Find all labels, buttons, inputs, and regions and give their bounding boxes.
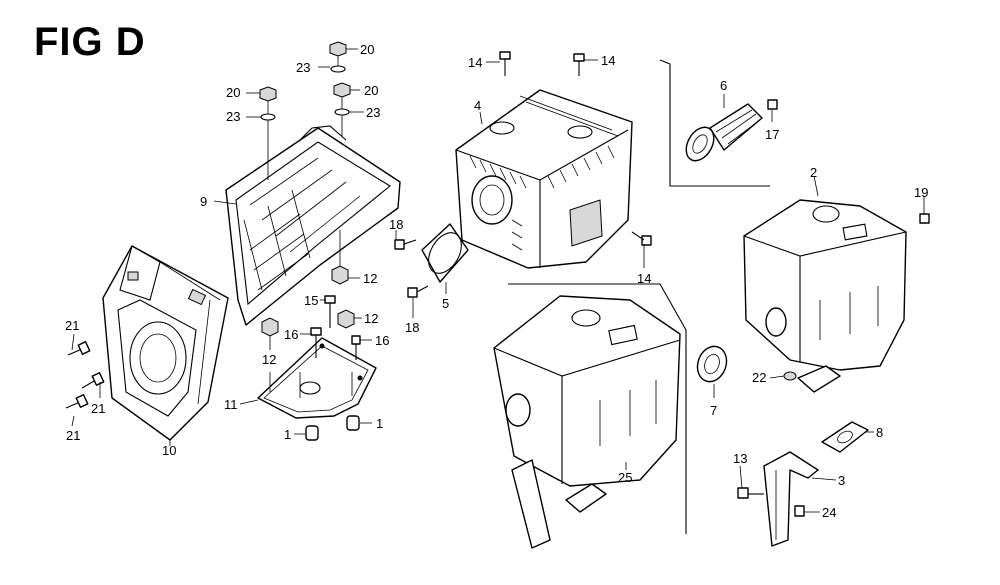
callout-12: 12 [262, 352, 276, 367]
callout-18: 18 [389, 217, 403, 232]
callout-16: 16 [284, 327, 298, 342]
callout-4: 4 [474, 98, 481, 113]
callout-21: 21 [65, 318, 79, 333]
callout-12: 12 [363, 271, 377, 286]
part-11-plate [257, 230, 377, 441]
callout-16: 16 [375, 333, 389, 348]
figure-title: FIG D [34, 20, 146, 64]
callout-21: 21 [91, 401, 105, 416]
callout-13: 13 [733, 451, 747, 466]
part-7-sleeve [696, 200, 930, 383]
part-2-muffler [743, 199, 907, 393]
callout-labels: 20 23 20 20 23 23 9 14 14 4 6 17 2 19 18… [65, 42, 928, 520]
callout-12: 12 [364, 311, 378, 326]
callout-5: 5 [442, 296, 449, 311]
divider-25 [508, 283, 687, 534]
callout-23: 23 [366, 105, 380, 120]
callout-2: 2 [810, 165, 817, 180]
callout-18: 18 [405, 320, 419, 335]
part-5-cap [421, 223, 469, 283]
callout-14: 14 [601, 53, 615, 68]
callout-6: 6 [720, 78, 727, 93]
inset-border-6 [659, 59, 770, 187]
callout-11: 11 [224, 397, 238, 412]
callout-17: 17 [765, 127, 779, 142]
callout-22: 22 [752, 370, 766, 385]
part-6-arrester [685, 99, 778, 162]
callout-21: 21 [66, 428, 80, 443]
callout-19: 19 [914, 185, 928, 200]
callout-14: 14 [468, 55, 482, 70]
callout-10: 10 [162, 443, 176, 458]
callout-15: 15 [304, 293, 318, 308]
callout-24: 24 [822, 505, 836, 520]
part-25-muffler [493, 295, 681, 549]
part-3-bracket [737, 451, 819, 547]
callout-9: 9 [200, 194, 207, 209]
bolts-14-18 [394, 51, 652, 298]
leader-lines [71, 48, 925, 513]
part-10-frame [102, 245, 229, 441]
callout-20: 20 [226, 85, 240, 100]
part-8-gasket [821, 421, 869, 453]
bolts-21 [65, 341, 105, 409]
callout-20: 20 [360, 42, 374, 57]
callout-1: 1 [284, 427, 291, 442]
part-4-cover [455, 89, 633, 269]
part-9-manifold [225, 125, 401, 326]
callout-25: 25 [618, 470, 632, 485]
nut-washer-stack [259, 41, 351, 180]
callout-14: 14 [637, 271, 651, 286]
callout-23: 23 [226, 109, 240, 124]
callout-1: 1 [376, 416, 383, 431]
callout-23: 23 [296, 60, 310, 75]
callout-3: 3 [838, 473, 845, 488]
callout-7: 7 [710, 403, 717, 418]
callout-20: 20 [364, 83, 378, 98]
callout-8: 8 [876, 425, 883, 440]
